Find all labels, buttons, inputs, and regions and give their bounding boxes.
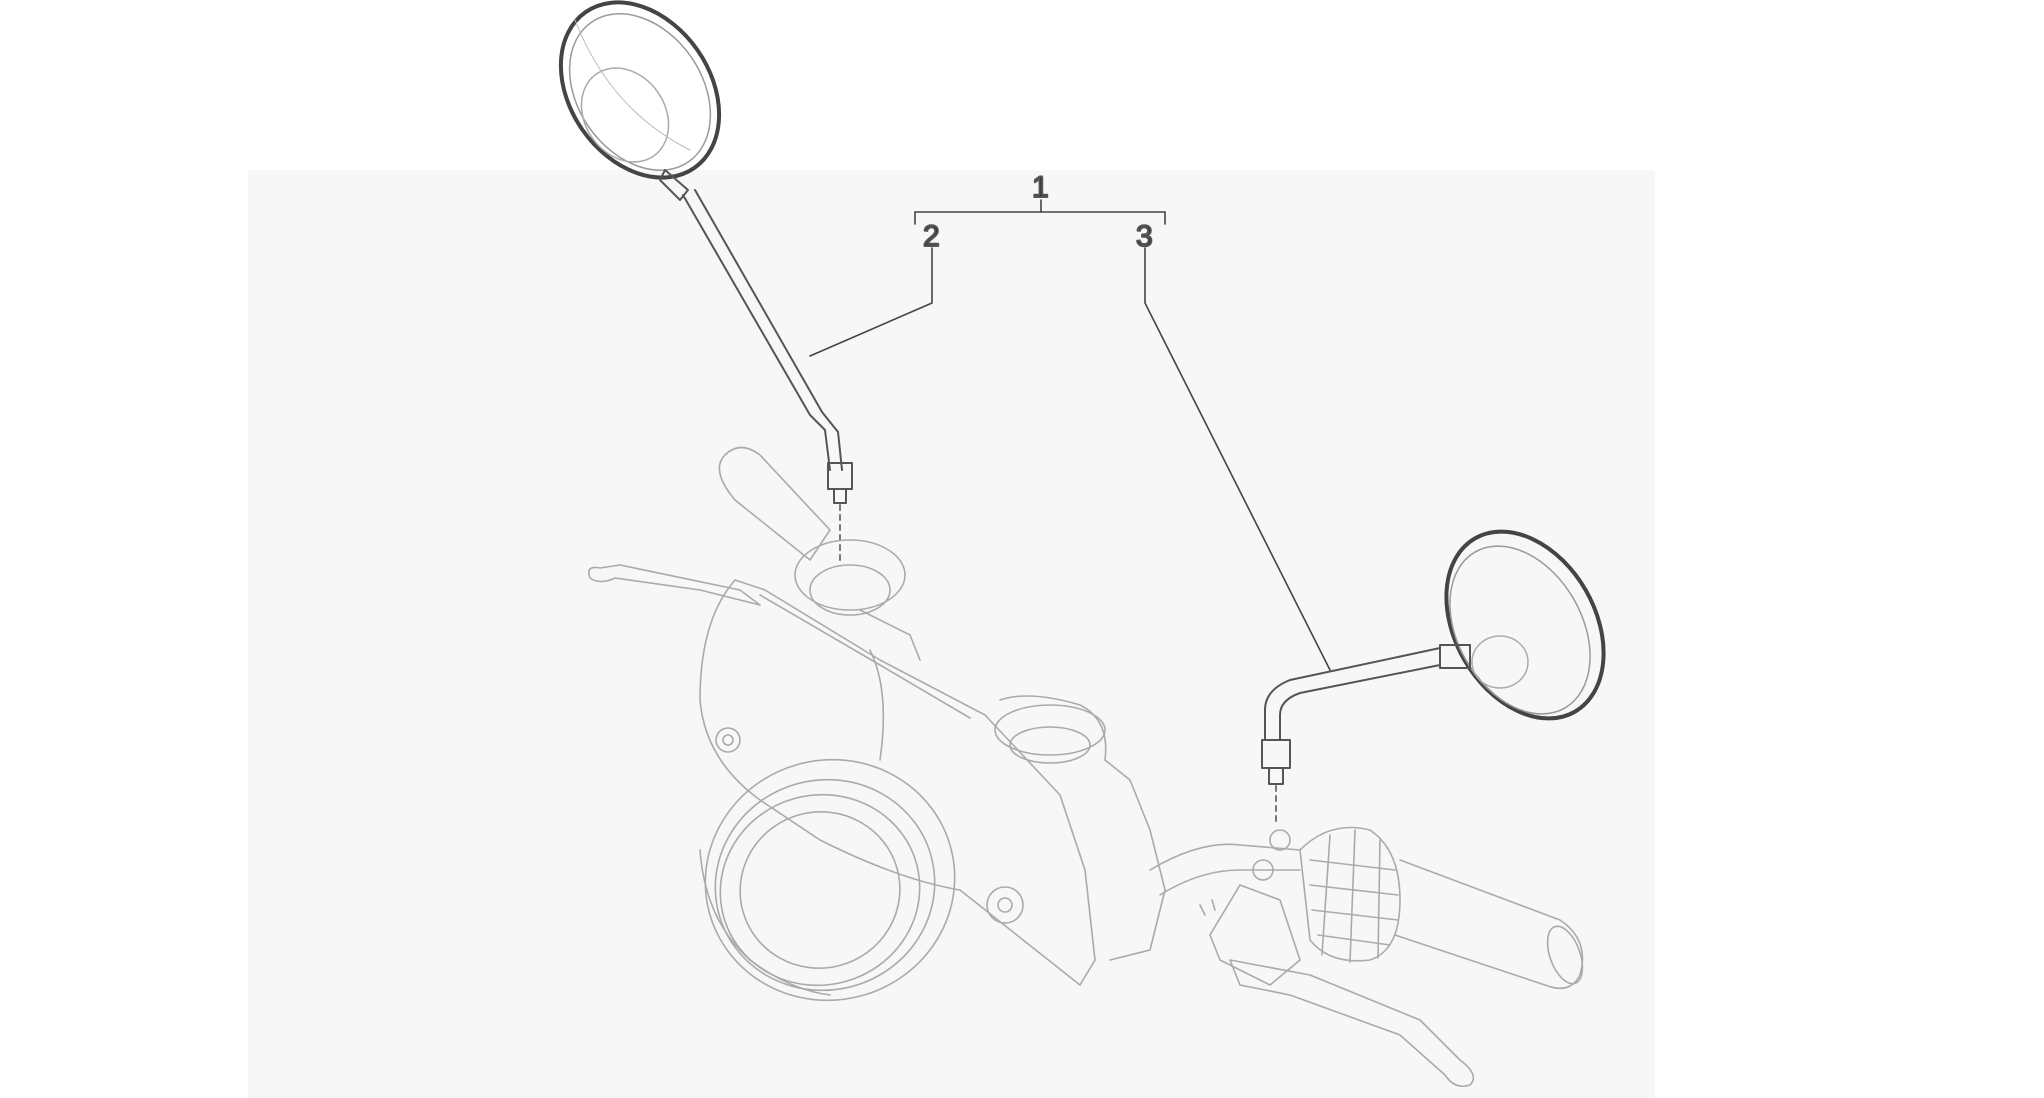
callout-3: 3	[1136, 220, 1153, 253]
right-mirror-part	[1261, 529, 1606, 785]
background-right	[1655, 0, 2044, 1098]
background-top	[0, 0, 1655, 170]
left-mirror-part	[558, 0, 853, 504]
callout-1: 1	[1032, 171, 1049, 204]
handlebar-assembly	[587, 446, 1584, 1088]
callout-2: 2	[923, 220, 940, 253]
leader-lines	[809, 199, 1331, 671]
